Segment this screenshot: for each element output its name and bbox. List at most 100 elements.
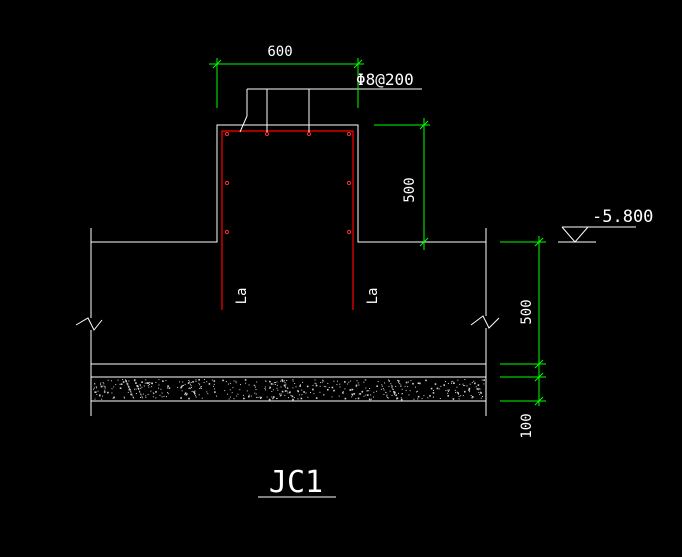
hatch-speck — [165, 380, 167, 382]
hatch-speck — [191, 387, 192, 388]
hatch-speck — [389, 390, 391, 392]
hatch-speck — [149, 383, 150, 385]
hatch-speck — [355, 384, 358, 387]
hatch-speck — [127, 385, 129, 387]
hatch-speck — [407, 381, 409, 383]
hatch-speck — [399, 383, 401, 385]
hatch-speck — [473, 380, 475, 382]
hatch-speck — [227, 393, 229, 395]
anchorage-right-label: La — [365, 288, 381, 305]
hatch-speck — [453, 382, 455, 384]
hatch-speck — [122, 381, 125, 383]
hatch-speck — [417, 382, 419, 384]
hatch-speck — [377, 381, 379, 383]
hatch-speck — [402, 393, 403, 395]
hatch-speck — [327, 388, 329, 391]
hatch-speck — [393, 392, 396, 394]
hatch-speck — [204, 379, 205, 380]
hatch-speck — [279, 393, 280, 395]
hatch-speck — [397, 380, 400, 382]
hatch-speck — [257, 397, 259, 399]
hatch-speck — [352, 394, 354, 396]
hatch-speck — [104, 386, 106, 388]
hatch-speck — [130, 391, 132, 393]
hatch-speck — [463, 385, 465, 387]
hatch-speck — [127, 391, 129, 393]
hatch-speck — [286, 380, 288, 381]
hatch-speck — [358, 393, 360, 395]
hatch-speck — [393, 390, 395, 393]
hatch-speck — [183, 384, 185, 386]
rebar-dot — [346, 229, 352, 235]
hatch-speck — [107, 379, 109, 381]
hatch-speck — [312, 388, 314, 391]
hatch-speck — [415, 386, 416, 388]
hatch-speck — [392, 388, 393, 390]
hatch-speck — [276, 381, 278, 383]
hatch-speck — [256, 381, 258, 383]
hatch-speck — [107, 391, 109, 394]
hatch-speck — [284, 390, 287, 392]
rebar-dot — [306, 131, 312, 137]
hatch-speck — [382, 388, 384, 390]
hatch-speck — [325, 386, 327, 388]
hatch-speck — [280, 386, 282, 388]
hatch-speck — [291, 395, 294, 398]
hatch-speck — [419, 382, 421, 385]
hatch-speck — [103, 391, 106, 393]
hatch-speck — [287, 387, 289, 389]
hatch-speck — [201, 397, 203, 399]
hatch-speck — [272, 383, 274, 385]
hatch-speck — [264, 388, 266, 389]
hatch-speck — [363, 381, 365, 383]
hatch-speck — [480, 392, 482, 394]
hatch-speck — [272, 389, 274, 391]
hatch-speck — [292, 380, 294, 382]
hatch-speck — [458, 393, 459, 395]
hatch-speck — [166, 396, 167, 398]
hatch-speck — [299, 385, 301, 387]
hatch-speck — [365, 394, 367, 396]
hatch-speck — [152, 396, 154, 398]
hatch-speck — [119, 383, 121, 385]
hatch-speck — [177, 386, 179, 388]
hatch-speck — [430, 387, 433, 390]
hatch-speck — [394, 394, 396, 396]
hatch-speck — [300, 397, 303, 400]
hatch-speck — [457, 392, 459, 394]
hatch-speck — [468, 387, 471, 390]
hatch-speck — [468, 389, 470, 391]
hatch-speck — [126, 383, 129, 385]
hatch-speck — [372, 396, 374, 398]
hatch-speck — [357, 382, 359, 384]
hatch-speck — [331, 386, 334, 389]
hatch-speck — [195, 395, 197, 397]
hatch-speck — [416, 390, 418, 392]
hatch-speck — [398, 392, 399, 394]
hatch-speck — [447, 392, 449, 394]
hatch-speck — [233, 380, 235, 382]
hatch-speck — [158, 379, 160, 381]
hatch-speck — [200, 388, 202, 389]
hatch-speck — [386, 395, 388, 397]
hatch-speck — [135, 393, 137, 394]
hatch-speck — [190, 382, 192, 383]
rebar-leader — [239, 88, 422, 133]
hatch-speck — [455, 392, 456, 394]
hatch-speck — [213, 383, 215, 385]
hatch-speck — [381, 384, 383, 386]
hatch-speck — [161, 396, 163, 398]
hatch-speck — [478, 387, 480, 389]
hatch-speck — [255, 389, 257, 390]
hatch-speck — [124, 397, 126, 399]
elevation-triangle — [561, 226, 589, 243]
hatch-speck — [405, 389, 407, 391]
hatch-speck — [198, 379, 200, 381]
hatch-speck — [146, 382, 148, 384]
hatch-speck — [342, 392, 344, 394]
hatch-speck — [272, 397, 274, 399]
hatch-speck — [310, 392, 311, 393]
hatch-speck — [190, 385, 192, 387]
hatch-speck — [213, 380, 216, 382]
hatch-speck — [276, 398, 278, 399]
